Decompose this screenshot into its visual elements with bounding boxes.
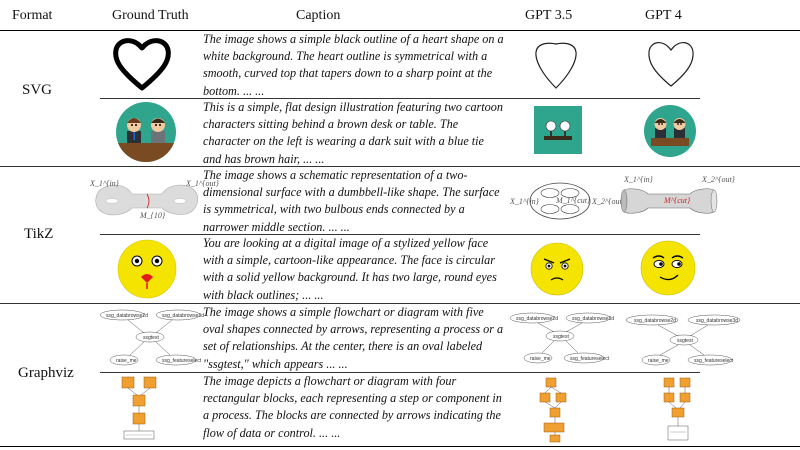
gpt35-yellow-face-image	[530, 242, 584, 296]
format-tikz: TikZ	[24, 226, 54, 242]
dumbbell-middle-label: M_{10}	[139, 211, 166, 220]
gpt35-node-center: ssgtest	[553, 334, 569, 340]
caption-tikz-face: You are looking at a digital image of a …	[203, 236, 497, 302]
gpt35-left-label: X_1^{in}	[509, 197, 540, 206]
gpt35-ellipses-image: X_1^{in} M_1^{cut} X_2^{out}	[509, 182, 626, 220]
gt-node-top-left: ssg_databrowse2d	[106, 313, 148, 319]
gpt35-node-bottom-left: raise_me	[530, 356, 551, 362]
group-divider	[0, 166, 800, 167]
gt-node-top-right: ssg_databrowse3d	[162, 313, 204, 319]
gpt35-node-bottom-right: ssg_featureselect	[570, 356, 610, 362]
caption-tikz-dumbbell: The image shows a schematic representati…	[203, 168, 500, 234]
gpt4-characters-image	[644, 105, 696, 157]
caption-graphviz-blocks: The image depicts a flowchart or diagram…	[203, 374, 502, 440]
format-graphviz: Graphviz	[18, 365, 74, 381]
gpt4-heart-image	[648, 42, 694, 87]
gpt35-pick-image	[535, 42, 577, 89]
caption-svg-characters: This is a simple, flat design illustrati…	[203, 100, 503, 166]
gpt35-middle-label: M_1^{cut}	[555, 196, 591, 205]
gpt4-yellow-face-image	[640, 240, 696, 296]
gpt35-node-top-right: ssg_databrowse3d	[572, 316, 614, 322]
bottom-rule	[0, 446, 800, 447]
gt-characters-image	[116, 102, 176, 162]
gpt4-oval-graph-image: ssg_databrowse2d ssg_databrowse3d ssgtes…	[625, 314, 741, 366]
header-ground-truth: Ground Truth	[112, 8, 189, 23]
header-caption: Caption	[296, 8, 341, 23]
format-svg: SVG	[22, 82, 53, 98]
gpt4-node-bottom-left: raise_me	[648, 358, 669, 364]
group-divider	[0, 303, 800, 304]
row-divider	[100, 98, 700, 99]
row-divider	[100, 372, 700, 373]
gpt4-left-label: X_1^{in}	[623, 175, 654, 184]
gpt35-node-top-left: ssg_databrowse2d	[516, 316, 558, 322]
gt-node-center: ssgtest	[143, 335, 159, 341]
gt-node-bottom-right: ssg_featureselect	[162, 358, 202, 364]
gpt4-node-bottom-right: ssg_featureselect	[694, 358, 734, 364]
caption-svg-heart: The image shows a simple black outline o…	[203, 32, 504, 98]
gpt4-middle-label: M^{cut}	[663, 196, 691, 205]
gt-oval-graph-image: ssg_databrowse2d ssg_databrowse3d ssgtes…	[99, 309, 204, 366]
row-divider	[100, 234, 700, 235]
gpt4-node-top-right: ssg_databrowse3d	[696, 318, 738, 324]
gt-yellow-face-image	[117, 239, 177, 299]
gt-orange-blocks-image	[121, 376, 157, 440]
gpt4-node-center: ssgtest	[677, 338, 693, 344]
header-format: Format	[12, 8, 53, 23]
header-gpt4: GPT 4	[645, 8, 682, 23]
caption-graphviz-ovals: The image shows a simple flowchart or di…	[203, 305, 504, 371]
gpt35-oval-graph-image: ssg_databrowse2d ssg_databrowse3d ssgtes…	[509, 312, 614, 364]
gt-heart-image	[113, 38, 171, 91]
gt-node-bottom-left: raise_me	[116, 358, 137, 364]
gpt4-right-label: X_2^{out}	[701, 175, 736, 184]
gpt35-right-label: X_2^{out}	[591, 197, 626, 206]
gpt4-dumbbell-image: X_1^{in} M^{cut} X_2^{out}	[620, 175, 736, 214]
gpt35-orange-blocks-image	[539, 377, 567, 443]
dumbbell-left-label: X_1^{in}	[89, 179, 120, 188]
gpt4-orange-blocks-image	[663, 377, 691, 441]
header-gpt35: GPT 3.5	[525, 8, 573, 23]
header-rule	[0, 30, 800, 31]
gt-dumbbell-image: X_1^{in} X_1^{out} M_{10}	[89, 179, 220, 220]
gpt35-characters-image	[534, 106, 582, 154]
gpt4-node-top-left: ssg_databrowse2d	[634, 318, 676, 324]
dumbbell-right-label: X_1^{out}	[185, 179, 220, 188]
